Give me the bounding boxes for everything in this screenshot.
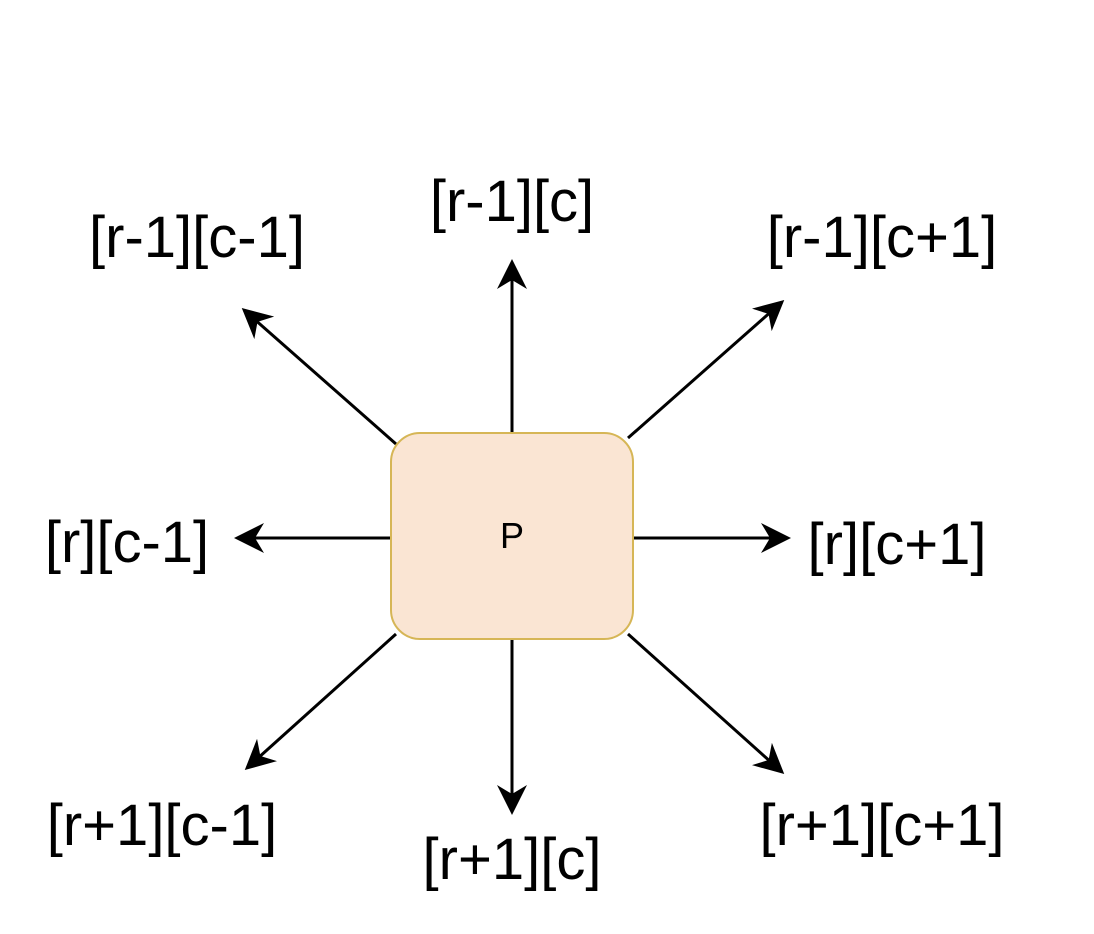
label-left: [r][c-1] — [44, 510, 210, 575]
label-down: [r+1][c] — [422, 827, 602, 892]
center-node-label: P — [499, 515, 524, 556]
label-up-right: [r-1][c+1] — [766, 205, 998, 270]
label-down-left: [r+1][c-1] — [46, 793, 278, 858]
label-up-left: [r-1][c-1] — [89, 205, 305, 270]
arrow-down-right — [626, 632, 785, 775]
label-right: [r][c+1] — [807, 512, 987, 577]
label-down-right: [r+1][c+1] — [759, 793, 1005, 858]
arrow-up-left — [241, 308, 397, 446]
label-up: [r-1][c] — [429, 169, 595, 234]
arrow-up-right — [627, 300, 785, 440]
center-node: P — [390, 432, 634, 640]
arrow-down-left — [244, 632, 398, 771]
